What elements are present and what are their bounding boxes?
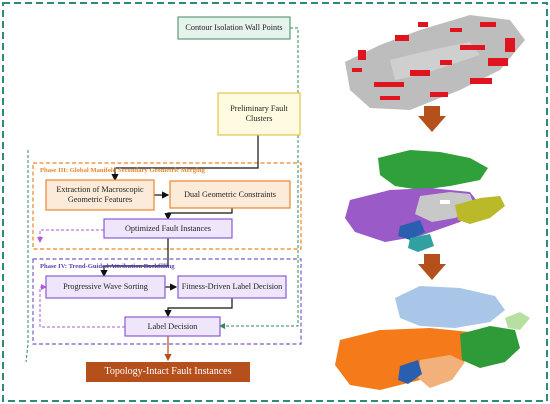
output-node: Topology-Intact Fault Instances: [86, 362, 250, 382]
label-decision-label: Label Decision: [147, 321, 198, 331]
phase3-region: [32, 162, 302, 250]
fault-image-merged-clusters: [345, 150, 505, 252]
arrow-optimized-to-progressive: [100, 238, 169, 278]
fault-image-final-instances: [335, 286, 530, 390]
arrow-dual-to-optimized: [164, 208, 233, 221]
dual-box: [169, 180, 291, 209]
arrow-optimized-feedback: [37, 229, 104, 243]
fitness-box: [177, 275, 287, 299]
contour-label: Contour Isolation Wall Points: [185, 23, 283, 33]
optimized-box: [103, 218, 233, 239]
output-box: [86, 362, 250, 382]
dual-node: Dual Geometric Constraints: [170, 181, 290, 208]
preliminary-label: Preliminary Fault Clusters: [230, 104, 288, 123]
preliminary-box: [217, 92, 301, 136]
down-arrow-icon: [418, 106, 446, 132]
preliminary-node: Preliminary Fault Clusters: [218, 93, 300, 135]
contour-node: Contour Isolation Wall Points: [178, 17, 290, 39]
down-arrow-icon: [418, 254, 446, 280]
output-label: Topology-Intact Fault Instances: [104, 366, 232, 377]
progressive-label: Progressive Wave Sorting: [63, 282, 148, 292]
dual-label: Dual Geometric Constraints: [184, 189, 276, 199]
arrow-contour-to-label-decision: [219, 27, 299, 329]
extraction-label: Extraction of Macroscopic Geometric Feat…: [56, 185, 144, 204]
progressive-box: [45, 275, 166, 299]
fault-image-contour-wall-points: [345, 15, 525, 110]
optimized-node: Optimized Fault Instances: [104, 219, 232, 238]
arrow-prelim-to-extraction: [111, 135, 259, 182]
phase4-title: Phase IV: Trend-Guided Attribution Backf…: [40, 263, 175, 270]
optimized-label: Optimized Fault Instances: [125, 223, 211, 233]
extraction-node: Extraction of Macroscopic Geometric Feat…: [46, 180, 154, 210]
progressive-node: Progressive Wave Sorting: [46, 276, 165, 298]
phase3-title: Phase III: Global Manifold Secondary Geo…: [40, 167, 205, 174]
label-decision-box: [124, 316, 221, 337]
phase4-region: [32, 258, 302, 345]
fitness-label: Fitness-Driven Label Decision: [181, 282, 283, 292]
arrow-label-decision-loop: [39, 284, 125, 328]
fitness-node: Fitness-Driven Label Decision: [178, 276, 286, 298]
arrow-fitness-to-label-decision: [164, 298, 233, 318]
contour-box: [177, 16, 291, 40]
extraction-box: [45, 179, 155, 211]
label-decision-node: Label Decision: [125, 317, 220, 336]
arrow-left-loop: [25, 150, 29, 363]
